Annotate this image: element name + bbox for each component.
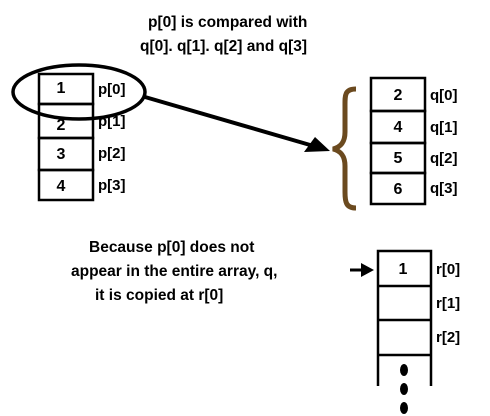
q-value-3: 6	[393, 181, 403, 198]
q-label-0: q[0]	[430, 87, 458, 104]
curly-brace	[332, 86, 357, 211]
p-label-0: p[0]	[98, 81, 126, 98]
q-value-2: 5	[393, 150, 403, 167]
compare-arrow	[144, 95, 330, 152]
array-r-cells	[376, 249, 433, 386]
r-label-1: r[1]	[436, 295, 461, 312]
p-value-2: 3	[56, 146, 66, 163]
r-label-2: r[2]	[436, 329, 461, 346]
q-label-1: q[1]	[430, 119, 458, 136]
q-value-0: 2	[393, 87, 403, 104]
p-value-0: 1	[56, 80, 66, 97]
bottom-caption-line1: Because p[0] does not	[89, 239, 255, 256]
bottom-caption-line2: appear in the entire array, q,	[71, 263, 278, 280]
copy-arrow	[350, 263, 374, 277]
p-label-3: p[3]	[98, 177, 126, 194]
q-label-3: q[3]	[430, 180, 458, 197]
r-label-0: r[0]	[436, 261, 461, 278]
top-caption-line1: p[0] is compared with	[148, 14, 308, 31]
p-value-3: 4	[56, 178, 66, 195]
q-cell-3	[369, 171, 427, 206]
q-value-1: 4	[393, 119, 403, 136]
bottom-caption-line3: it is copied at r[0]	[95, 287, 224, 304]
p-label-1: p[1]	[98, 113, 126, 130]
top-caption-line2: q[0]. q[1]. q[2] and q[3]	[140, 38, 308, 55]
array-p-cells	[37, 72, 95, 202]
r-frame	[376, 249, 433, 386]
array-q-cells	[369, 76, 427, 206]
highlight-ellipse	[11, 63, 147, 121]
q-label-2: q[2]	[430, 150, 458, 167]
r-value-0: 1	[398, 261, 408, 278]
p-value-1: 2	[56, 117, 66, 134]
continuation-dots	[400, 364, 408, 414]
p-cell-3	[37, 168, 95, 202]
p-label-2: p[2]	[98, 145, 126, 162]
